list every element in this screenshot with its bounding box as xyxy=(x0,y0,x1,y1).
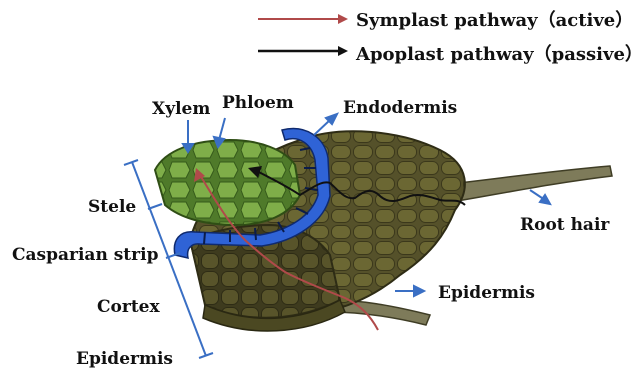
apoplast-legend-label: Apoplast pathway（passive） xyxy=(355,44,638,65)
stele-label: Stele xyxy=(88,197,136,217)
legend: Symplast pathway（active） Apoplast pathwa… xyxy=(258,10,638,65)
phloem-label: Phloem xyxy=(222,93,294,113)
casparian-strip-label: Casparian strip xyxy=(12,245,159,265)
apoplast-legend-arrow xyxy=(338,46,348,56)
cortex-label: Cortex xyxy=(97,297,160,317)
symplast-legend-arrow xyxy=(338,14,348,24)
symplast-legend-label: Symplast pathway（active） xyxy=(356,10,633,31)
xylem-label: Xylem xyxy=(152,99,210,119)
endodermis-label: Endodermis xyxy=(343,98,457,118)
epidermis-right-label: Epidermis xyxy=(438,283,535,303)
root-hair-label: Root hair xyxy=(520,215,610,235)
epidermis-left-label: Epidermis xyxy=(76,349,173,369)
